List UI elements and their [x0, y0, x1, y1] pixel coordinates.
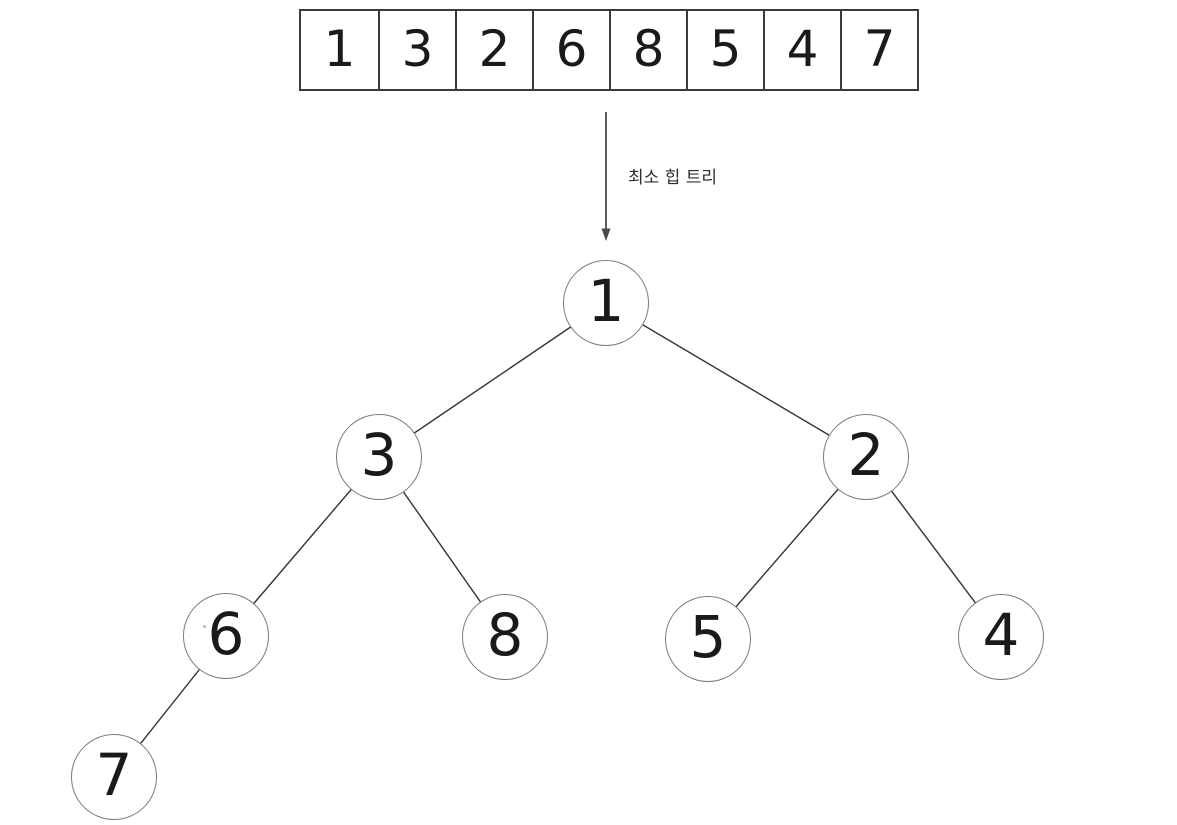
- array-cell: 6: [532, 11, 609, 89]
- stray-dot: [203, 625, 206, 628]
- array-cell: 4: [763, 11, 840, 89]
- tree-node-8: 8: [462, 594, 548, 680]
- array-cell: 2: [455, 11, 532, 89]
- tree-node-2: 2: [823, 414, 909, 500]
- tree-node-1: 1: [563, 260, 649, 346]
- tree-edge: [378, 302, 607, 458]
- tree-node-4: 4: [958, 594, 1044, 680]
- array-cell: 1: [323, 20, 356, 78]
- tree-node-7: 7: [71, 734, 157, 820]
- tree-edges: [113, 302, 1002, 778]
- array-cell: 5: [686, 11, 763, 89]
- array-cell: 3: [378, 11, 455, 89]
- tree-node-5: 5: [665, 596, 751, 682]
- tree-node-3: 3: [336, 414, 422, 500]
- tree-edge: [605, 302, 867, 458]
- transform-label: 최소 힙 트리: [628, 168, 718, 188]
- array-box: 1 3 2 6 8 5 4 7: [299, 9, 919, 91]
- tree-node-6: 6: [183, 593, 269, 679]
- array-cell: 8: [609, 11, 686, 89]
- array-cell: 7: [840, 11, 917, 89]
- down-arrow-icon: [601, 112, 611, 241]
